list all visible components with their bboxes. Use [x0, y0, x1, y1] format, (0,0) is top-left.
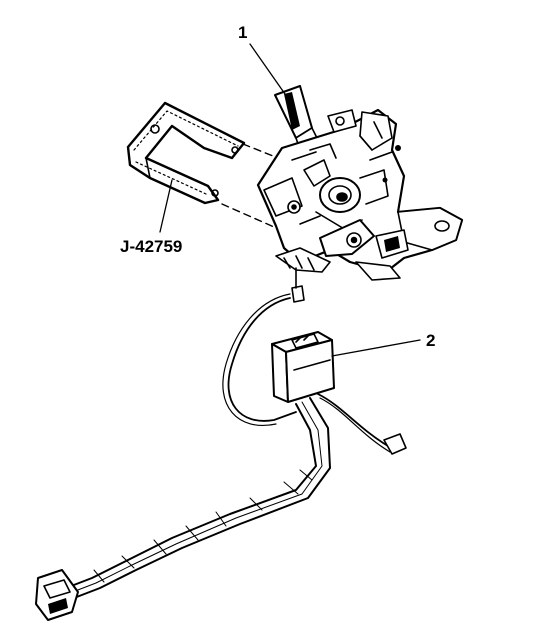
leader-line-tool [159, 179, 173, 233]
callout-2-label: 2 [426, 331, 435, 350]
leader-lines [159, 43, 421, 357]
tool-j42759-frame [126, 101, 246, 205]
ajar-switch [271, 267, 335, 403]
tool-label: J-42759 [120, 237, 182, 256]
leader-line-1 [249, 43, 293, 105]
callout-1-label: 1 [238, 23, 247, 42]
leader-line-2 [331, 339, 421, 357]
hood-latch-assembly [256, 85, 464, 281]
wiring-harness [35, 293, 407, 621]
